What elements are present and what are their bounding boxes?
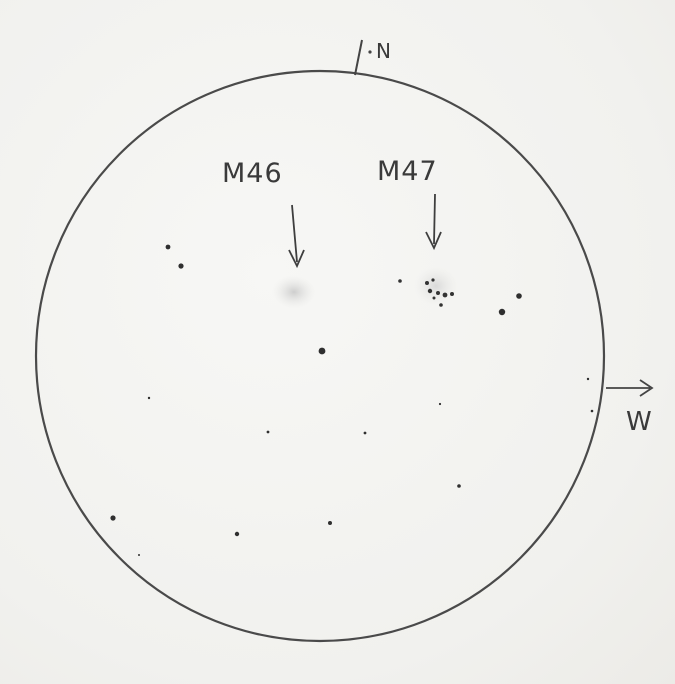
star (450, 292, 454, 296)
star (590, 409, 594, 413)
west-arrow-icon (606, 379, 654, 397)
star (110, 515, 116, 521)
star (442, 292, 448, 298)
m46-arrow-icon (288, 204, 305, 269)
m47-stars (398, 278, 454, 307)
star (436, 291, 440, 295)
north-dot (368, 50, 372, 54)
west-label: W (626, 407, 652, 437)
star (516, 293, 522, 299)
star (586, 377, 590, 381)
m47-cluster-glow (414, 266, 458, 306)
star (138, 554, 140, 556)
north-tick (354, 39, 363, 76)
m46-label: M46 (222, 158, 283, 189)
star (427, 288, 433, 294)
m47-label: M47 (377, 156, 438, 187)
field-stars (110, 244, 594, 556)
star (318, 347, 326, 355)
star (363, 431, 367, 435)
m46-cluster-glow (272, 275, 316, 309)
star (165, 244, 171, 250)
star (425, 281, 429, 285)
star (328, 521, 332, 525)
north-label: N (376, 39, 391, 63)
star (498, 308, 506, 316)
star (457, 484, 461, 488)
star (438, 402, 442, 406)
star (432, 296, 436, 300)
star (178, 263, 184, 269)
star (398, 279, 402, 283)
field-circle (34, 69, 606, 643)
star (234, 531, 240, 537)
star (439, 303, 443, 307)
star (431, 278, 435, 282)
m47-arrow-icon (425, 193, 442, 251)
star (266, 430, 270, 434)
star (147, 396, 151, 400)
